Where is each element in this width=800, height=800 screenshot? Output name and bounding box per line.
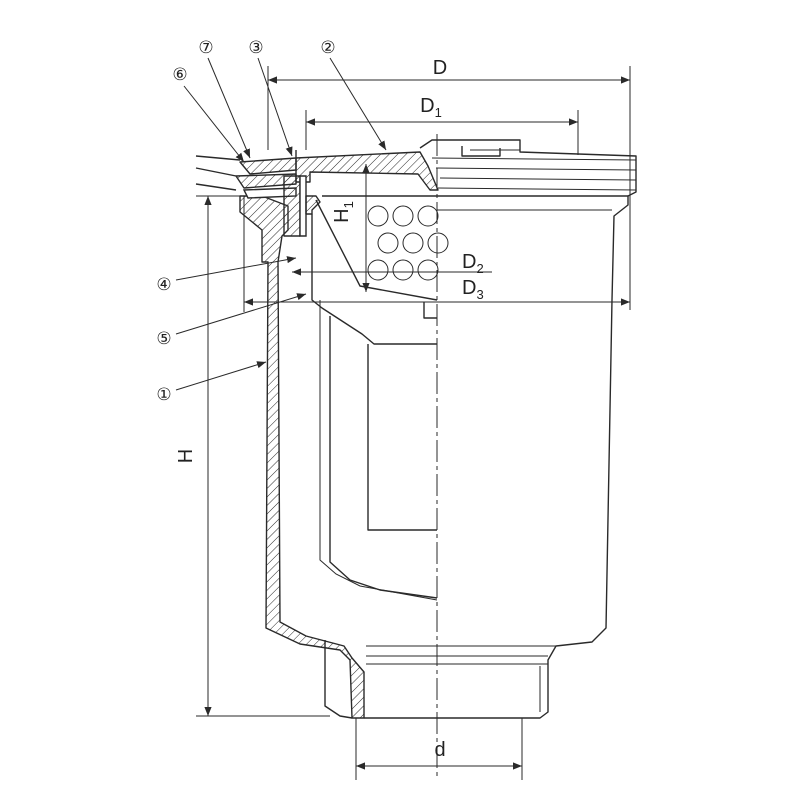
- dimension-H: H: [175, 195, 330, 717]
- cover-plate: [295, 139, 637, 197]
- dim-label-D1: D1: [420, 95, 442, 120]
- dim-label-D: D: [433, 57, 447, 79]
- callout-4: ④: [156, 275, 171, 294]
- flange-ring: [195, 155, 307, 237]
- dimension-D3: D3: [243, 196, 630, 312]
- dim-label-d: d: [434, 739, 445, 761]
- callout-6: ⑥: [172, 65, 187, 84]
- dimension-d: d: [355, 718, 523, 780]
- dimension-D2: D2: [292, 251, 492, 276]
- callout-2: ②: [320, 38, 335, 57]
- callout-1: ①: [156, 385, 171, 404]
- dim-label-D2: D2: [462, 251, 484, 276]
- perforation-holes: [367, 205, 449, 281]
- callout-3: ③: [248, 38, 263, 57]
- dimension-D: D: [267, 57, 631, 310]
- dim-label-D3: D3: [462, 277, 484, 302]
- body-outer-wall: [239, 195, 629, 719]
- callout-7: ⑦: [198, 38, 213, 57]
- dim-label-H: H: [175, 449, 197, 463]
- leader-lines: [175, 57, 387, 391]
- callout-labels: ⑦ ⑥ ③ ② ④ ⑤ ①: [156, 38, 335, 404]
- callout-5: ⑤: [156, 329, 171, 348]
- dimension-D1: D1: [305, 95, 579, 155]
- dim-label-H1: H1: [331, 201, 356, 223]
- strainer-basket: [305, 195, 438, 601]
- dimension-H1: H1: [331, 164, 370, 292]
